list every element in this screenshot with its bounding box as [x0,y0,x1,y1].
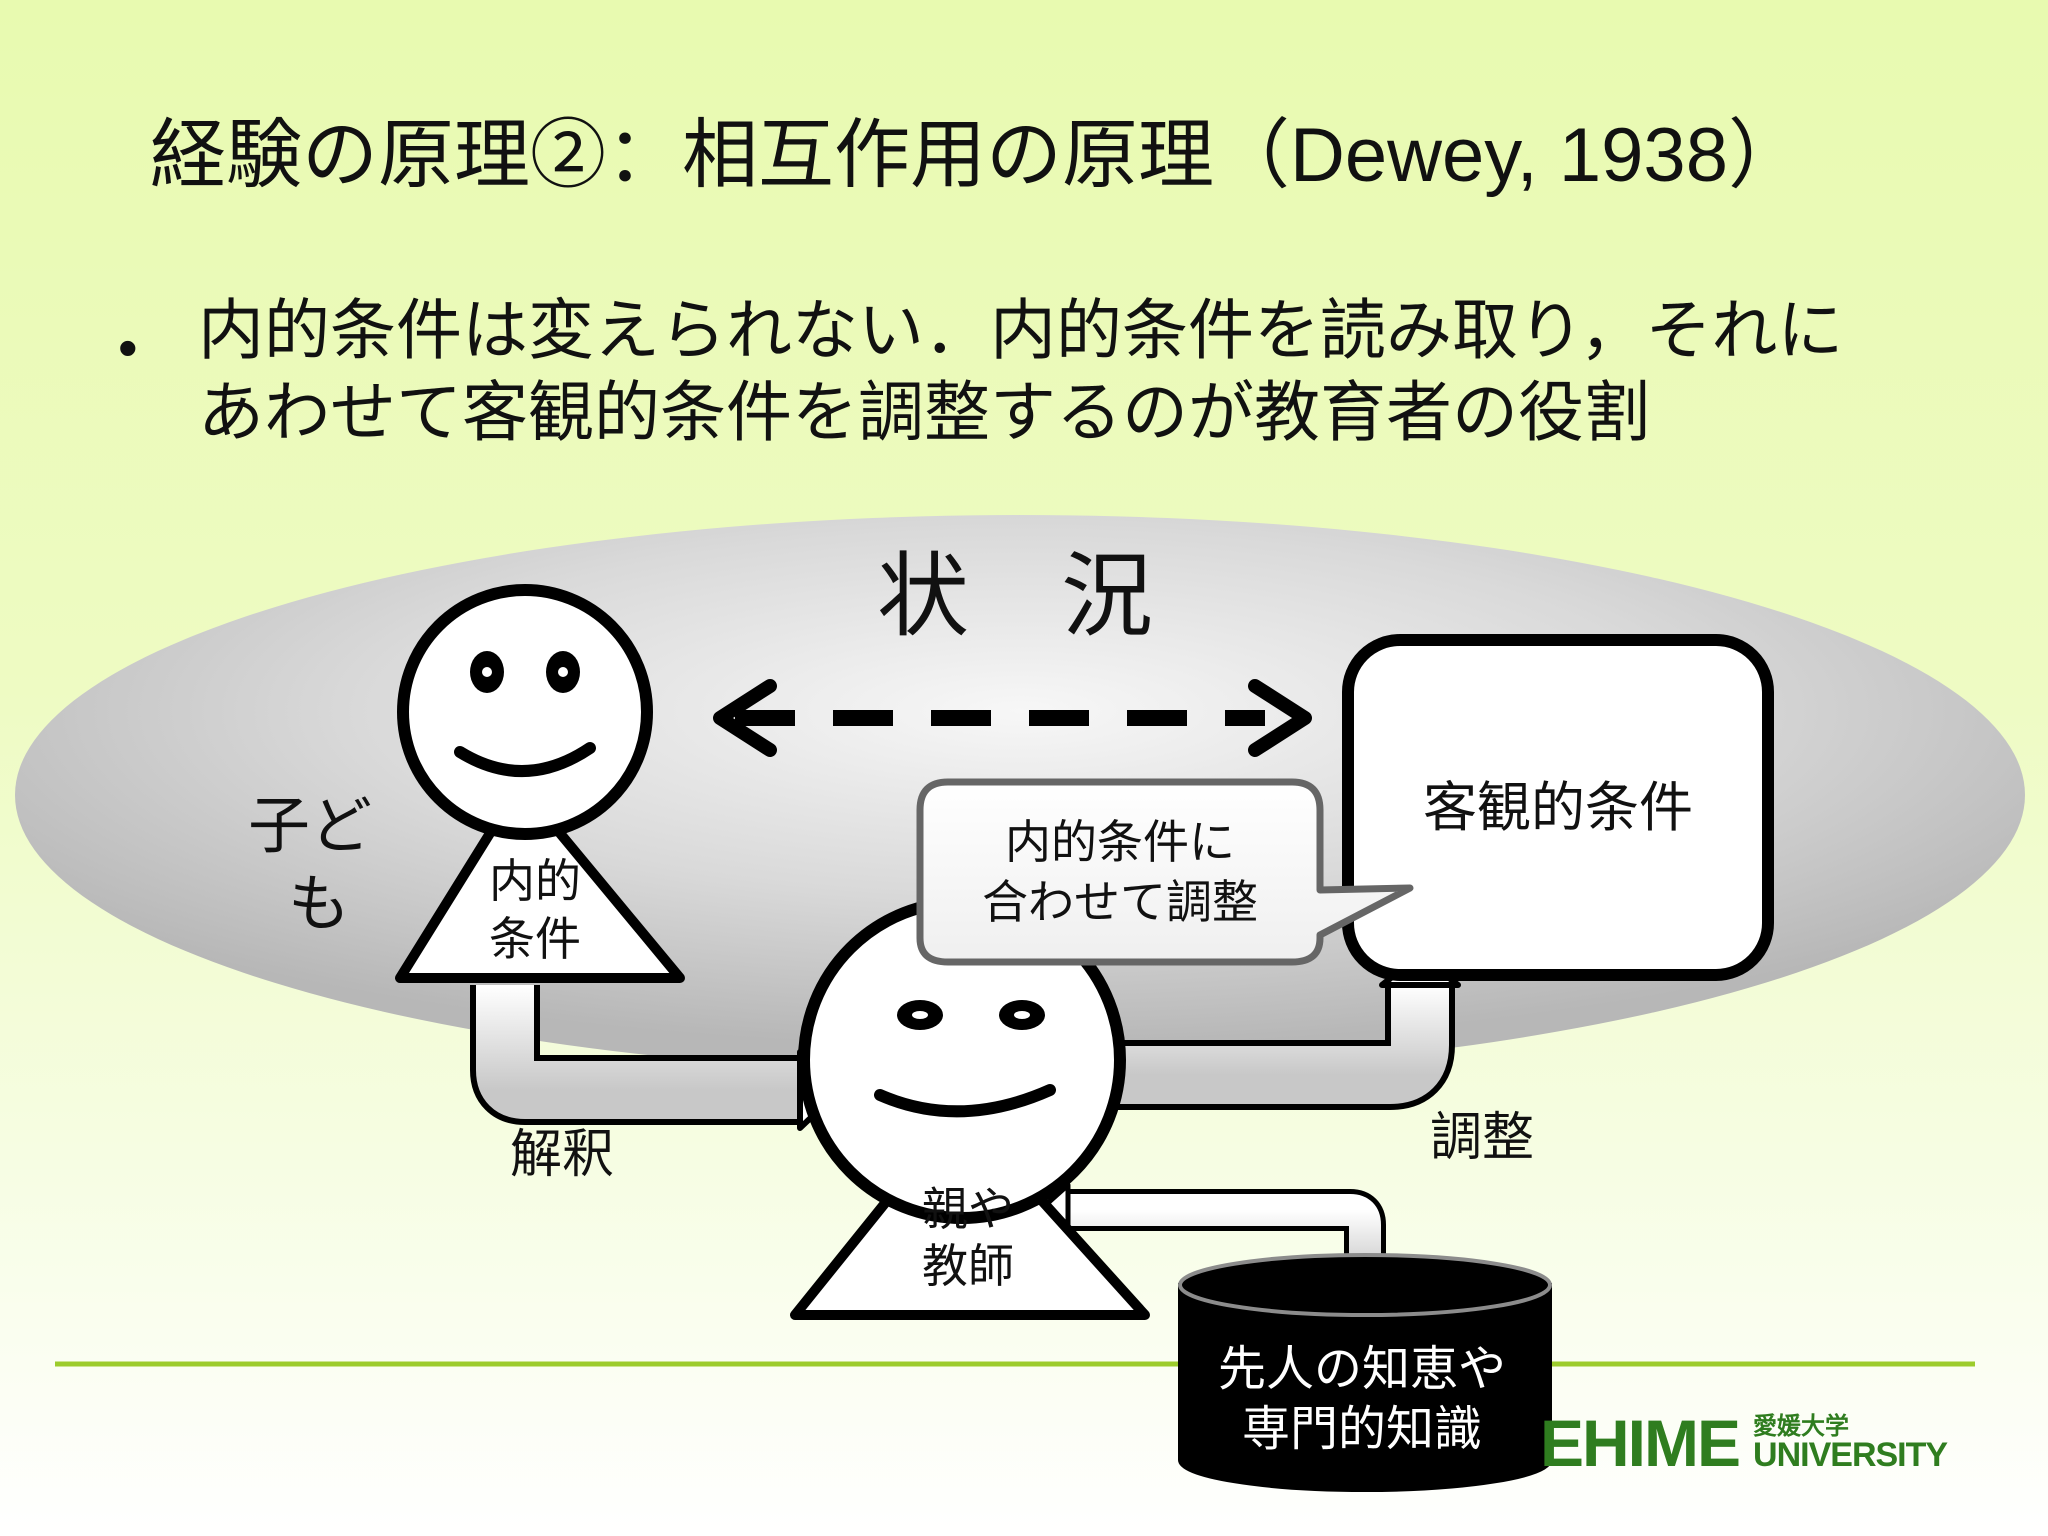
logo-ehime: EHIME [1540,1406,1741,1480]
interpret-label: 解釈 [510,1125,614,1185]
bullet-line-2: あわせて客観的条件を調整するのが教育者の役割 [198,374,1650,451]
adjust-callout-bubble [916,778,1414,966]
ehime-university-logo: EHIME 愛媛大学 UNIVERSITY [1540,1406,1948,1480]
interaction-dashed-arrow [713,679,1312,757]
knowledge-line-2: 専門的知識 [1242,1401,1482,1457]
title-japanese: 経験の原理②：相互作用の原理（ [150,110,1290,199]
adjust-label: 調整 [1430,1108,1534,1168]
callout-line-1: 内的条件に [1005,815,1235,869]
callout-line-2: 合わせて調整 [982,875,1258,929]
logo-university-en: UNIVERSITY [1753,1436,1948,1474]
child-label-line-1: 子ど [248,789,372,862]
knowledge-cylinder [1178,1253,1552,1492]
child-label-line-2: も [288,867,350,940]
objective-conditions-label: 客観的条件 [1423,776,1693,839]
knowledge-line-1: 先人の知恵や [1218,1341,1506,1397]
child-figure [395,584,685,983]
child-body [395,780,685,983]
title-closing-paren: ） [1727,110,1804,199]
title-citation: Dewey, 1938 [1290,113,1728,198]
bullet-dot-icon: • [118,316,138,379]
teacher-figure [790,896,1150,1320]
child-face-icon [454,651,596,778]
child-head [397,584,653,840]
logo-university-ja: 愛媛大学 [1753,1412,1850,1440]
bullet-text: 内的条件は変えられない．内的条件を読み取り，それに あわせて客観的条件を調整する… [198,290,1843,454]
teacher-face-icon [874,1000,1056,1118]
child-internal-line-1: 内的 [489,854,581,908]
teacher-label-line-2: 教師 [922,1239,1014,1293]
objective-conditions-box [1342,634,1774,981]
bullet-line-1: 内的条件は変えられない．内的条件を読み取り，それに [198,292,1844,369]
teacher-label-line-1: 親や [922,1182,1014,1236]
situation-label: 状 況 [877,543,1153,650]
child-internal-line-2: 条件 [489,912,581,966]
slide-title: 経験の原理②：相互作用の原理（Dewey, 1938） [150,100,1804,211]
